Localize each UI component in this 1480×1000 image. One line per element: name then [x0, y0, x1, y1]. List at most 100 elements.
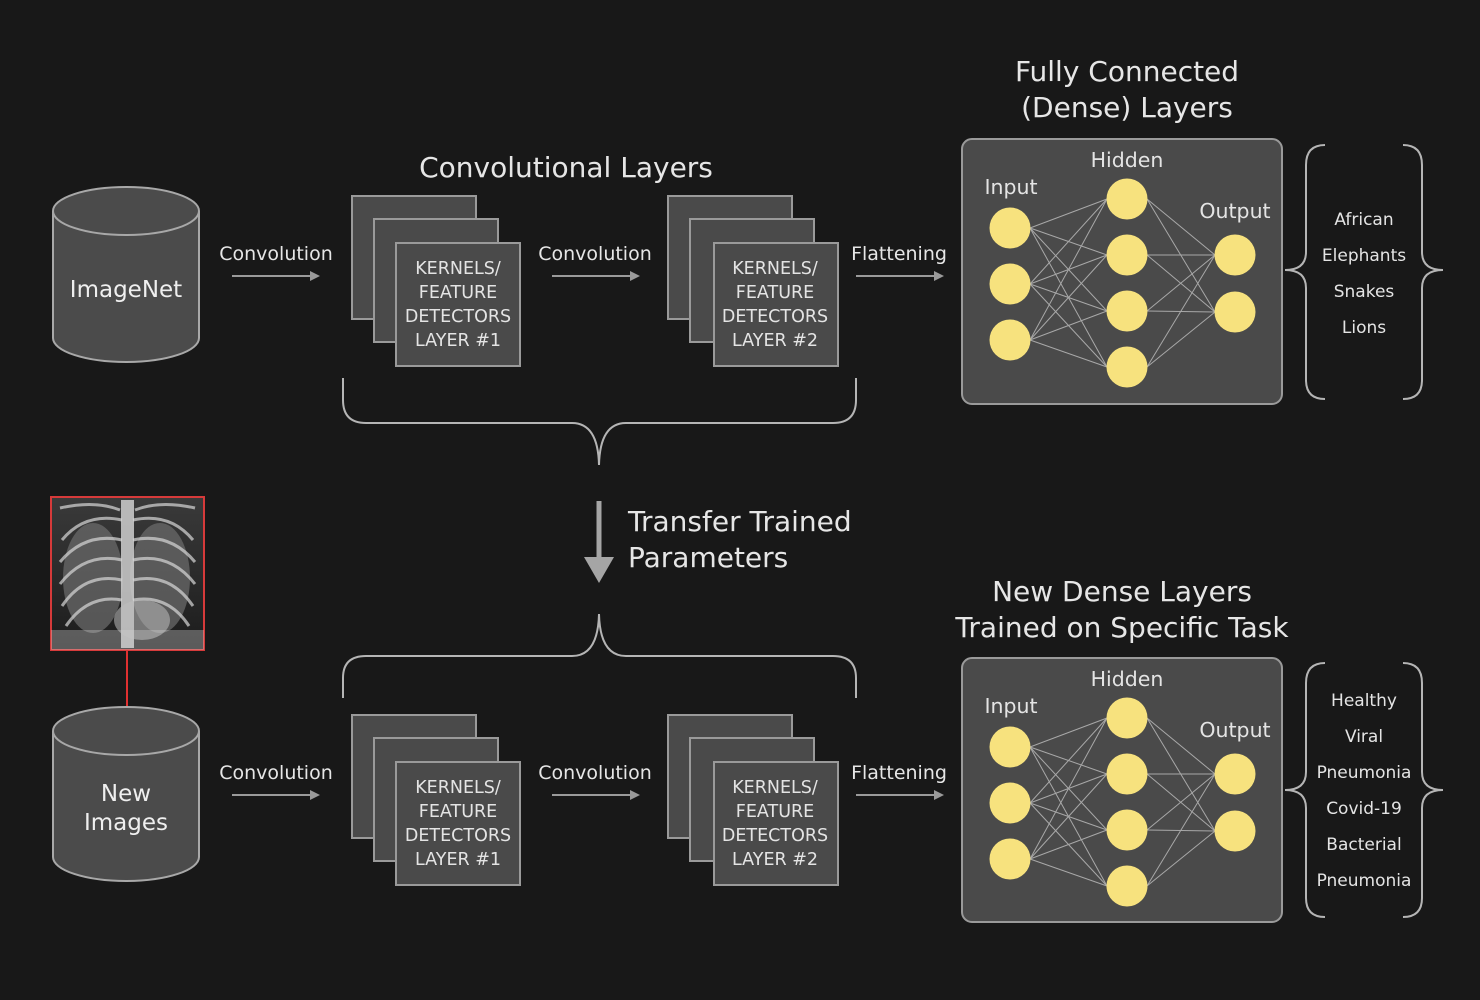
- network-edge: [1029, 339, 1108, 368]
- kernel-line: KERNELS/: [415, 778, 501, 798]
- class-label: Snakes: [1334, 282, 1395, 302]
- class-label: Lions: [1342, 318, 1386, 338]
- kernel-line: KERNELS/: [732, 778, 818, 798]
- input-node: [989, 782, 1031, 824]
- kernel-stack-layer-2: KERNELS/ FEATURE DETECTORS LAYER #2: [667, 714, 839, 886]
- network-edge: [1029, 254, 1108, 341]
- class-label: African: [1334, 210, 1393, 230]
- hidden-node: [1106, 697, 1148, 739]
- right-brace-icon: [1402, 144, 1444, 400]
- input-node: [989, 838, 1031, 880]
- left-brace-icon: [1284, 662, 1326, 918]
- hidden-node: [1106, 865, 1148, 907]
- input-node: [989, 263, 1031, 305]
- dense-network-bottom: Input Hidden Output: [961, 657, 1283, 923]
- output-node: [1214, 753, 1256, 795]
- kernel-line: FEATURE: [736, 802, 814, 822]
- output-node: [1214, 291, 1256, 333]
- class-label: Pneumonia: [1317, 763, 1412, 783]
- kernel-line: LAYER #2: [732, 331, 818, 351]
- network-edge: [1029, 829, 1108, 860]
- kernel-stack-layer-2: KERNELS/ FEATURE DETECTORS LAYER #2: [667, 195, 839, 367]
- dense-network-top: Input Hidden Output: [961, 138, 1283, 405]
- network-edge: [1029, 198, 1108, 285]
- network-edge: [1146, 254, 1216, 312]
- input-layer-label: Input: [984, 694, 1037, 718]
- kernel-line: DETECTORS: [405, 307, 511, 327]
- class-label: Healthy: [1331, 691, 1397, 711]
- network-edge: [1146, 311, 1216, 368]
- output-node: [1214, 810, 1256, 852]
- network-edge: [1146, 254, 1216, 368]
- transfer-title-line1: Transfer Trained: [627, 505, 852, 538]
- network-edge: [1146, 830, 1216, 887]
- hidden-node: [1106, 809, 1148, 851]
- class-list-top: African Elephants Snakes Lions: [1284, 144, 1444, 400]
- brace-icon-conv-top: [342, 378, 857, 466]
- output-layer-label: Output: [1199, 718, 1270, 742]
- network-edge: [1146, 198, 1216, 256]
- hidden-node: [1106, 290, 1148, 332]
- kernel-line: KERNELS/: [415, 259, 501, 279]
- fc-title-line1: Fully Connected: [1015, 55, 1239, 88]
- network-edge: [1029, 198, 1108, 341]
- network-nodes: [989, 178, 1256, 388]
- brace-icon-conv-bottom: [342, 613, 857, 698]
- network-edge: [1029, 858, 1108, 887]
- network-edge: [1029, 773, 1108, 860]
- transfer-title-line2: Parameters: [628, 541, 788, 574]
- new-images-database: New Images: [52, 706, 200, 882]
- kernel-line: DETECTORS: [405, 826, 511, 846]
- input-node: [989, 319, 1031, 361]
- input-node: [989, 726, 1031, 768]
- network-connections: [1029, 717, 1216, 887]
- right-brace-icon: [1402, 662, 1444, 918]
- kernel-line: KERNELS/: [732, 259, 818, 279]
- network-edge: [1029, 717, 1108, 748]
- network-edge: [1146, 717, 1216, 775]
- hidden-node: [1106, 346, 1148, 388]
- step-label-convolution: Convolution: [219, 243, 333, 265]
- network-edge: [1146, 773, 1216, 831]
- down-arrow-head: [584, 557, 614, 583]
- step-label-convolution: Convolution: [219, 762, 333, 784]
- step-label-flattening: Flattening: [851, 762, 947, 784]
- database-label-line2: Images: [84, 810, 168, 836]
- class-label: Bacterial: [1326, 835, 1401, 855]
- new-dense-title-line2: Trained on Specific Task: [954, 611, 1289, 644]
- class-list-bottom: Healthy Viral Pneumonia Covid-19 Bacteri…: [1284, 662, 1444, 918]
- kernel-line: FEATURE: [419, 802, 497, 822]
- step-label-flattening: Flattening: [851, 243, 947, 265]
- hidden-node: [1106, 753, 1148, 795]
- network-edge: [1029, 198, 1108, 229]
- hidden-node: [1106, 234, 1148, 276]
- network-edge: [1146, 773, 1216, 887]
- kernel-line: LAYER #2: [732, 850, 818, 870]
- network-connections: [1029, 198, 1216, 368]
- input-node: [989, 207, 1031, 249]
- network-edge: [1029, 717, 1108, 804]
- network-edge: [1029, 717, 1108, 860]
- kernel-line: FEATURE: [736, 283, 814, 303]
- kernel-line: DETECTORS: [722, 307, 828, 327]
- hidden-layer-label: Hidden: [1091, 148, 1164, 172]
- class-label: Elephants: [1322, 246, 1406, 266]
- kernel-line: LAYER #1: [415, 331, 501, 351]
- class-label: Viral: [1345, 727, 1383, 747]
- output-layer-label: Output: [1199, 199, 1270, 223]
- input-layer-label: Input: [984, 175, 1037, 199]
- hidden-layer-label: Hidden: [1091, 667, 1164, 691]
- new-dense-title-line1: New Dense Layers: [992, 575, 1252, 608]
- kernel-line: LAYER #1: [415, 850, 501, 870]
- left-brace-icon: [1284, 144, 1326, 400]
- class-label: Covid-19: [1326, 799, 1402, 819]
- kernel-line: DETECTORS: [722, 826, 828, 846]
- kernel-line: FEATURE: [419, 283, 497, 303]
- conv-layers-title: Convolutional Layers: [419, 151, 713, 184]
- transfer-arrow: [584, 501, 614, 583]
- chest-xray-image: [50, 496, 205, 651]
- imagenet-database: ImageNet: [52, 186, 200, 363]
- kernel-stack-layer-1: KERNELS/ FEATURE DETECTORS LAYER #1: [351, 714, 521, 886]
- kernel-stack-layer-1: KERNELS/ FEATURE DETECTORS LAYER #1: [351, 195, 521, 367]
- cylinder-database-icon: [52, 706, 200, 882]
